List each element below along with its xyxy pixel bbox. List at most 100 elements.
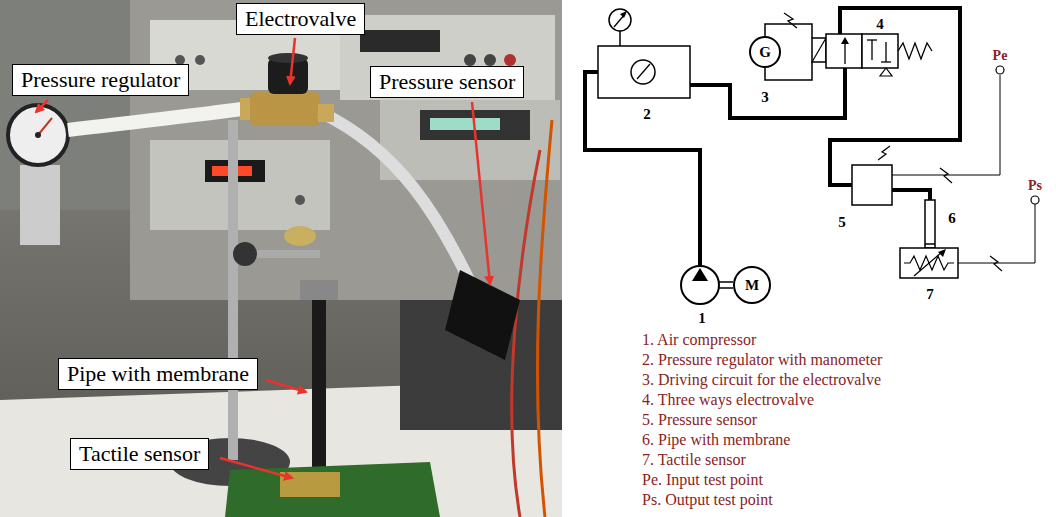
lab-photo [380,100,560,180]
legend-text: 7. Tactile sensor [642,451,746,469]
lab-photo [250,92,320,126]
legend-text: 5. Pressure sensor [642,411,757,429]
pneumatic-schematic [719,281,733,283]
test-point-label: Ps [1028,178,1042,194]
lab-photo [225,462,440,517]
pneumatic-schematic [881,61,891,62]
lab-photo [280,472,340,497]
generator-symbol: G [749,36,781,68]
lab-photo [68,108,248,130]
callout-box: Pipe with membrane [58,358,258,390]
pneumatic-schematic [1031,196,1039,204]
legend-text: 1. Air compressor [642,331,756,349]
callout-box: Pressure regulator [12,64,189,96]
pneumatic-schematic [878,146,890,160]
pneumatic-schematic [871,40,872,60]
pneumatic-schematic [938,249,946,257]
legend-text: Ps. Output test point [642,491,773,509]
symbol-letter: M [745,277,759,294]
lab-photo [38,118,52,135]
lab-photo [0,0,130,210]
callout-box: Electrovalve [236,3,365,35]
lab-photo [537,120,552,517]
lab-photo [504,54,516,66]
pneumatic-schematic [940,168,952,183]
callout-number: 6 [948,210,956,227]
pneumatic-schematic [996,66,1004,74]
callout-label: Pressure regulator [21,67,180,93]
lab-photo [320,112,470,282]
symbol-letter: G [759,44,771,61]
lab-photo [195,55,205,65]
callout-label: Tactile sensor [79,441,200,467]
lab-photo [464,54,476,66]
lab-photo [150,140,330,230]
lab-photo [130,0,562,300]
pneumatic-schematic [585,8,1039,304]
lab-photo [233,242,257,266]
pneumatic-schematic [892,190,930,200]
pneumatic-schematic [830,8,960,185]
lab-photo [300,280,338,300]
callout-arrow [36,100,48,112]
pneumatic-schematic [914,252,942,276]
callout-arrow [220,458,292,478]
pneumatic-schematic [892,75,1000,175]
pneumatic-schematic [867,39,877,40]
pneumatic-schematic [844,42,845,64]
lab-photo [268,58,308,94]
lab-photo [8,105,68,165]
callout-number: 1 [698,310,706,327]
callout-number: 2 [643,106,651,123]
pneumatic-schematic [898,43,932,59]
pneumatic-schematic [900,248,958,278]
callout-number: 4 [876,16,884,33]
lab-photo [295,195,305,205]
lab-photo [340,15,555,100]
pneumatic-schematic [619,31,621,46]
lab-photo [318,104,334,122]
pneumatic-schematic [620,11,627,18]
pneumatic-schematic [880,68,892,76]
callout-arrow [472,102,490,284]
callout-number: 3 [761,89,769,106]
lab-photo [35,132,41,138]
callout-number: 5 [838,214,846,231]
callout-arrow [36,38,490,478]
pneumatic-schematic [609,9,631,31]
pneumatic-schematic [585,72,700,266]
callout-box: Pressure sensor [370,66,524,98]
test-point-label: Pe [993,48,1008,64]
lab-photo [268,53,308,63]
pneumatic-schematic [681,266,719,304]
legend-text: 2. Pressure regulator with manometer [642,351,882,369]
lab-photo [284,226,316,246]
motor-symbol: M [733,266,771,304]
legend-text: 6. Pipe with membrane [642,431,790,449]
lab-photo [20,165,60,245]
pneumatic-schematic [958,204,1035,263]
circle-outline [750,37,780,67]
callout-number: 7 [926,286,934,303]
pneumatic-schematic [885,42,886,62]
lab-photo [512,150,540,517]
lab-photo [312,300,326,470]
callout-arrow [290,38,295,84]
lab-photo [360,30,440,52]
callout-label: Pipe with membrane [67,361,249,387]
callout-label: Pressure sensor [379,69,515,95]
lab-photo [484,54,496,66]
pneumatic-schematic [925,243,935,245]
pneumatic-schematic [692,268,708,281]
pneumatic-schematic [812,38,826,62]
legend-text: Pe. Input test point [642,471,763,489]
callout-arrow [266,380,306,392]
callout-box: Tactile sensor [70,438,209,470]
legend-text: 4. Three ways electrovalve [642,391,814,409]
circle-outline [734,267,770,303]
pneumatic-schematic [598,46,690,98]
pneumatic-schematic [637,64,650,79]
callout-label: Electrovalve [245,6,356,32]
pneumatic-schematic [812,38,826,62]
pneumatic-schematic [719,287,733,289]
